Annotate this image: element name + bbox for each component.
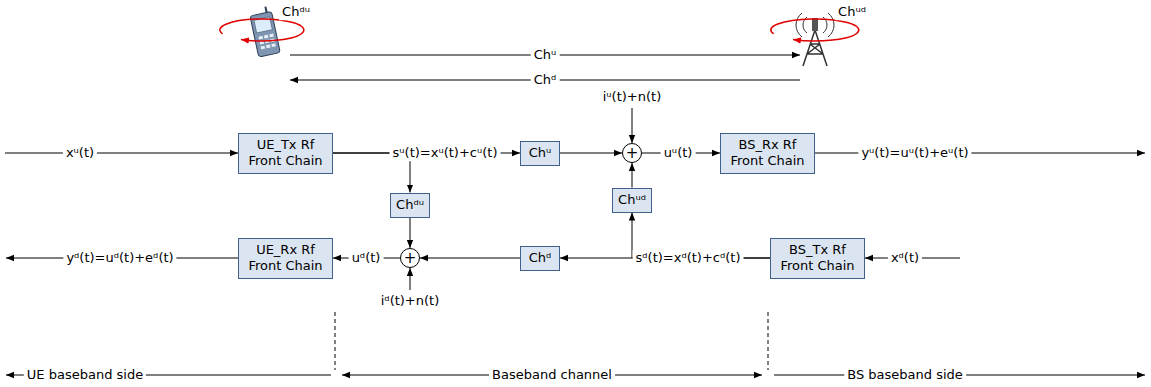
node-text: + [626, 146, 639, 161]
signal-connector [560, 153, 622, 154]
phone-antenna [265, 7, 266, 13]
node-text: UE_Rx Rf Front Chain [243, 242, 328, 275]
signal-name: yᵘ(t)=uᵘ(t)+eᵘ(t) [858, 145, 971, 161]
antenna [812, 18, 818, 31]
channel-box: Chᵈ [520, 246, 560, 271]
phone-icon [249, 6, 280, 58]
interference-line [410, 268, 411, 290]
loop-arrow [220, 19, 304, 41]
interference-line [632, 108, 633, 143]
node-text: BS_Rx Rf Front Chain [725, 137, 810, 170]
signal-name: xᵘ(t) [63, 145, 97, 161]
node-text: Chᵘ [529, 145, 552, 161]
rf-front-chain-box: BS_Tx Rf Front Chain [770, 238, 865, 279]
signal-name: uᵘ(t) [661, 145, 696, 161]
summing-junction: + [400, 248, 420, 268]
region-label: UE baseband side [24, 367, 146, 383]
loop-arrow [771, 19, 859, 41]
phone-key [266, 44, 271, 48]
node-text: + [404, 251, 417, 266]
signal-name: yᵈ(t)=uᵈ(t)+eᵈ(t) [63, 250, 176, 266]
channel-box: Chᵘ [520, 141, 560, 166]
signal-connector [632, 163, 633, 188]
rf-front-chain-box: UE_Tx Rf Front Chain [238, 133, 333, 174]
node-text: Chᵈᵘ [396, 197, 424, 213]
signal-name: iᵈ(t)+n(t) [378, 293, 443, 309]
signal-connector [410, 218, 411, 249]
node-text: Chᵘᵈ [618, 192, 646, 208]
signal-name: xᵈ(t) [888, 250, 922, 266]
channel-label: Chᵈᵘ [279, 4, 313, 20]
signal-name: sᵈ(t)=xᵈ(t)+cᵈ(t) [633, 250, 744, 266]
phone-key [264, 35, 269, 39]
node-text: Chᵈ [529, 250, 552, 266]
channel-label: Chᵘᵈ [835, 4, 869, 20]
channel-label: Chᵘ [531, 47, 560, 63]
channel-label: Chᵈ [531, 72, 560, 88]
phone-key [258, 36, 263, 40]
phone-key [269, 34, 274, 38]
signal-line [5, 153, 238, 154]
phone-key [261, 46, 266, 50]
region-label: Baseband channel [489, 367, 615, 383]
phone-key [271, 43, 276, 47]
tower [803, 30, 827, 66]
boundary-dash [335, 312, 336, 370]
base-station-icon [796, 13, 834, 66]
node-text: UE_Tx Rf Front Chain [243, 137, 328, 170]
signal-name: sᵘ(t)=xᵘ(t)+cᵘ(t) [390, 145, 501, 161]
signal-name: iᵘ(t)+n(t) [600, 89, 665, 105]
signal-connector [420, 258, 520, 259]
channel-box: Chᵈᵘ [390, 193, 430, 218]
boundary-dash [768, 312, 769, 370]
node-text: BS_Tx Rf Front Chain [775, 242, 860, 275]
rf-front-chain-box: UE_Rx Rf Front Chain [238, 238, 333, 279]
summing-junction: + [622, 143, 642, 163]
region-label: BS baseband side [844, 367, 966, 383]
rf-front-chain-box: BS_Rx Rf Front Chain [720, 133, 815, 174]
radio-waves [796, 13, 834, 37]
channel-box: Chᵘᵈ [612, 188, 652, 213]
signal-name: uᵈ(t) [349, 250, 384, 266]
